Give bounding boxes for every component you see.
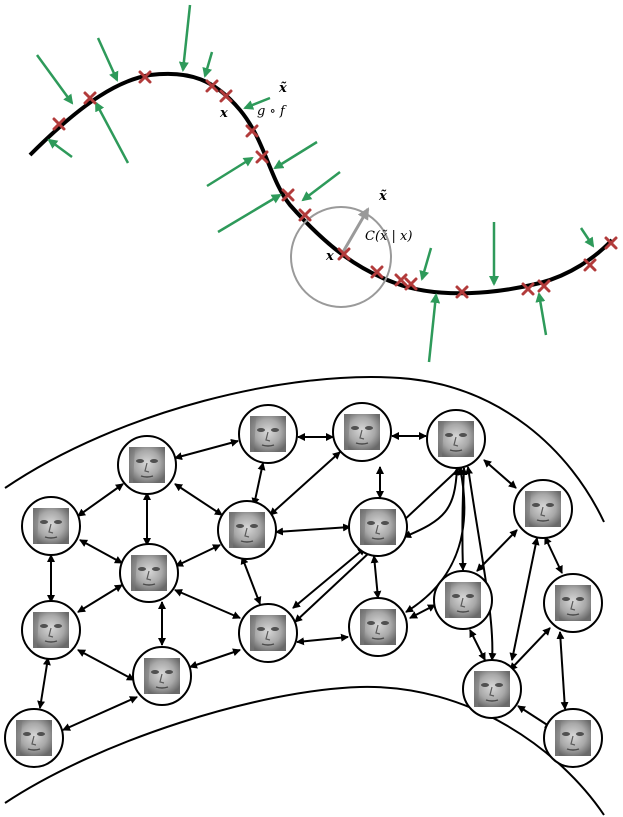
example-cross [219, 89, 233, 103]
green-arrow [273, 140, 318, 170]
example-cross [537, 279, 551, 293]
graph-edge [174, 483, 223, 516]
example-cross [281, 188, 295, 202]
corruption-arrow [341, 207, 370, 253]
graph-edge [175, 544, 221, 567]
face-node [21, 496, 81, 556]
training-examples [52, 70, 618, 299]
example-cross [138, 70, 152, 84]
graph-edge [465, 466, 497, 661]
face-node [132, 646, 192, 706]
graph-edge [62, 696, 138, 731]
face-node [513, 479, 573, 539]
graph-edge [458, 467, 468, 571]
label-x-tilde-circle: x̃ [378, 189, 387, 204]
example-cross [394, 273, 408, 287]
graph-edge [251, 462, 266, 506]
graph-edge [269, 451, 341, 516]
example-cross [604, 236, 618, 250]
graph-edge [292, 547, 366, 609]
label-g-compose-f: g ∘ f [257, 104, 287, 119]
graph-edge [77, 649, 135, 681]
face-node [348, 497, 408, 557]
graph-edge [79, 539, 123, 564]
example-cross [83, 91, 97, 105]
green-arrow [96, 37, 119, 82]
face-node [238, 603, 298, 663]
example-cross [245, 124, 259, 138]
example-cross [583, 258, 597, 272]
example-cross [337, 247, 351, 261]
example-cross [205, 79, 219, 93]
face-node [4, 708, 64, 768]
graph-edge [483, 459, 517, 489]
green-arrow [243, 96, 271, 110]
graph-edge [296, 633, 349, 646]
green-arrow [427, 293, 441, 363]
graph-edge [509, 627, 551, 671]
manifold-curve [28, 71, 614, 296]
graph-edge [77, 483, 124, 517]
face-node [426, 409, 486, 469]
upper-boundary-curve [4, 376, 605, 523]
green-arrow [35, 54, 74, 105]
green-arrow [47, 138, 73, 159]
lower-boundary-curve [4, 685, 605, 816]
green-arrow [94, 101, 130, 164]
label-x-tilde-top: x̃ [278, 81, 287, 96]
example-cross [521, 282, 535, 296]
face-node [543, 708, 603, 768]
graph-edge [509, 537, 540, 661]
example-cross [52, 117, 66, 131]
graph-edge [556, 631, 569, 710]
green-arrow [579, 227, 595, 248]
green-arrow [206, 156, 254, 188]
graph-edge [469, 629, 486, 661]
graph-edge [37, 657, 51, 709]
green-arrow [301, 171, 341, 202]
face-node [238, 404, 298, 464]
face-node [217, 500, 277, 560]
green-arrow [178, 4, 192, 72]
example-cross [298, 208, 312, 222]
corruption-neighbourhood-circle [290, 206, 392, 308]
graph-edge [174, 589, 241, 619]
green-arrow [202, 51, 214, 78]
green-arrow [535, 292, 548, 336]
graph-edge [275, 523, 351, 536]
face-node [348, 597, 408, 657]
example-cross [370, 265, 384, 279]
label-conditional-c: C(x̃ | x) [365, 229, 412, 244]
graph-edges-curved [403, 466, 497, 661]
green-arrows [35, 4, 595, 363]
label-x-top: x [219, 106, 228, 121]
face-node [433, 570, 493, 630]
bottom-panel [4, 376, 605, 816]
graph-edge [240, 556, 262, 605]
face-node [119, 543, 179, 603]
green-arrow [419, 247, 433, 281]
face-node [21, 600, 81, 660]
label-x-circle: x [325, 249, 334, 264]
graph-edge [370, 555, 382, 599]
face-node [543, 573, 603, 633]
face-node [462, 659, 522, 719]
face-node [332, 402, 392, 462]
graph-edge [77, 584, 123, 613]
graph-edge [174, 438, 239, 461]
example-cross [255, 150, 269, 164]
face-node [117, 435, 177, 495]
graph-edge [544, 536, 563, 574]
green-arrow [217, 193, 282, 234]
top-panel: x̃ x g ∘ f x̃ C(x̃ | x) x [28, 4, 618, 363]
graph-edge [189, 648, 241, 669]
example-cross [404, 277, 418, 291]
example-cross [455, 285, 469, 299]
graph-nodes [4, 402, 603, 768]
